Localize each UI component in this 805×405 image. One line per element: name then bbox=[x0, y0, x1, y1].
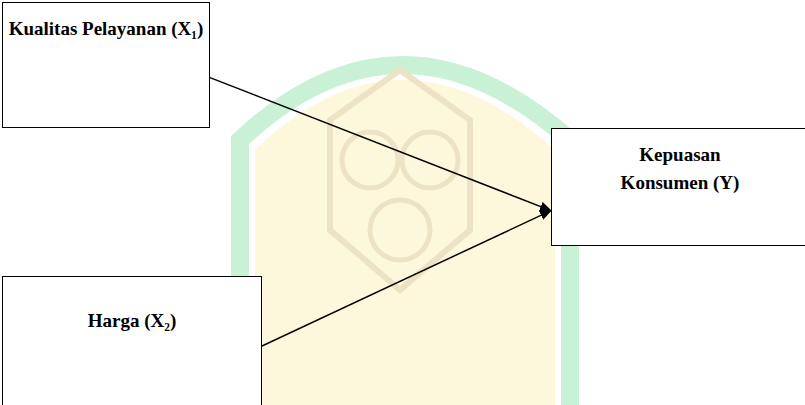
variable-box: Harga (X₂) bbox=[2, 276, 262, 405]
watermark-fill bbox=[255, 80, 555, 405]
variable-box: Kualitas Pelayanan (X₁) bbox=[2, 2, 210, 128]
variable-label: Harga (X₂) bbox=[12, 307, 252, 335]
watermark-ornament bbox=[330, 70, 470, 290]
influence-arrow bbox=[210, 78, 551, 211]
watermark-ornament bbox=[402, 132, 458, 188]
variable-box: Kepuasan Konsumen (Y) bbox=[551, 128, 805, 246]
variable-label: Kualitas Pelayanan (X₁) bbox=[8, 15, 204, 43]
influence-arrow bbox=[262, 211, 551, 346]
variable-label: Kepuasan Konsumen (Y) bbox=[595, 141, 765, 196]
watermark-ornament bbox=[370, 200, 430, 260]
watermark-arch bbox=[240, 65, 570, 405]
